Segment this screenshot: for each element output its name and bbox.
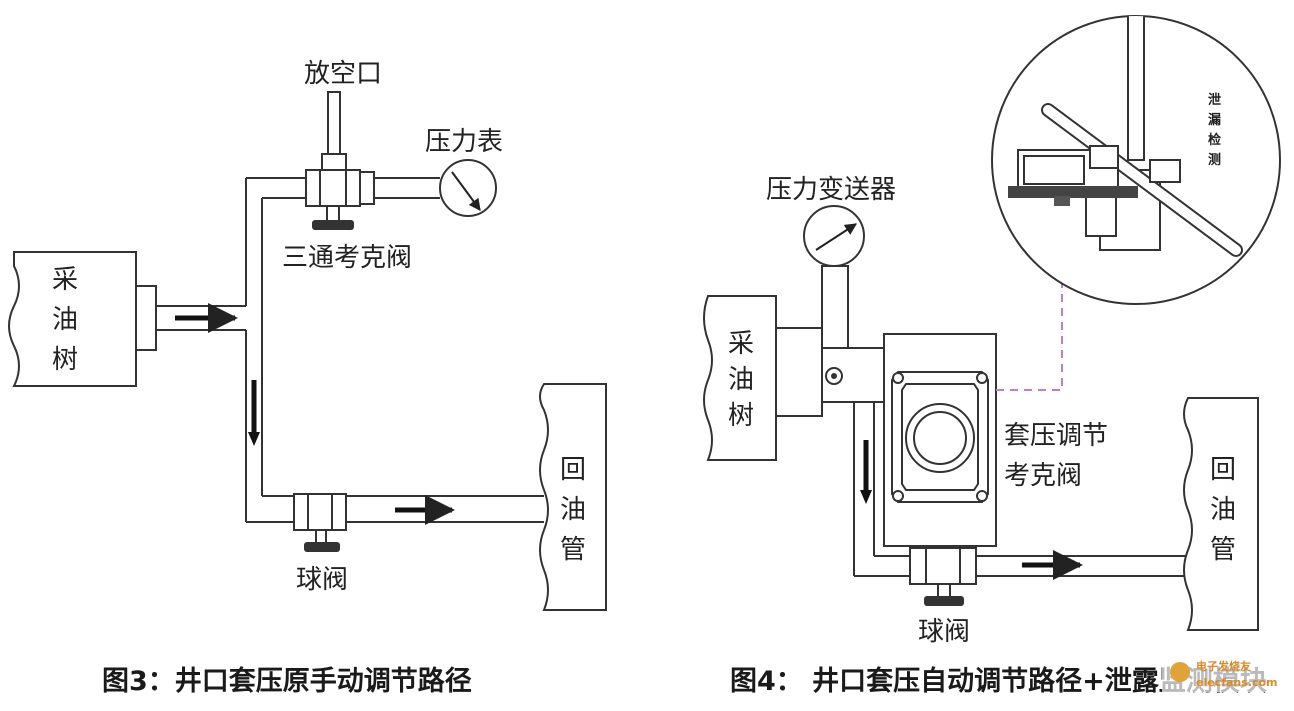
watermark: 电子发烧友 elecfans.com	[1162, 656, 1282, 692]
fig4-oil-tree: 采 油 树	[703, 295, 823, 461]
fig3-return-char-1: 回	[560, 455, 586, 485]
fig4-leak-char-2: 漏	[1208, 112, 1221, 128]
fig4-return-char-2: 油	[1210, 495, 1236, 525]
fig4-leak-detail: 泄 漏 检 测	[991, 15, 1281, 305]
fig3-tree-char-2: 油	[52, 305, 78, 335]
fig4-connector	[821, 347, 885, 403]
fig3-caption: 图3：井口套压原手动调节路径	[102, 665, 472, 697]
fig3-three-way-valve	[305, 91, 375, 230]
fig3-ball-valve-label: 球阀	[296, 565, 348, 595]
fig4-ball-valve	[909, 547, 977, 606]
fig3-return-char-2: 油	[560, 495, 586, 525]
fig3-pressure-gauge	[439, 159, 497, 217]
fig3-tree-char-3: 树	[52, 345, 78, 375]
fig4-regulator-label-1: 套压调节	[1004, 421, 1108, 451]
fig4-tree-char-1: 采	[728, 329, 754, 359]
fig4: 采 油 树 压力变送器 套压调	[703, 15, 1281, 697]
fig4-transmitter-label: 压力变送器	[766, 175, 896, 205]
fig4-leak-char-1: 泄	[1208, 92, 1221, 108]
fig3-ball-valve	[293, 493, 347, 552]
fig4-return-char-3: 管	[1210, 535, 1236, 565]
fig4-regulator-label-2: 考克阀	[1004, 461, 1082, 491]
fig4-leak-char-3: 检	[1208, 132, 1221, 148]
fig3-vent-label: 放空口	[304, 59, 382, 89]
fig4-return-char-1: 回	[1210, 455, 1236, 485]
fig3-gauge-label: 压力表	[425, 127, 503, 157]
fig4-tree-char-3: 树	[728, 401, 754, 431]
fig4-leak-char-4: 测	[1208, 152, 1221, 168]
fig3-tree-char-1: 采	[52, 265, 78, 295]
fig4-pressure-transmitter	[803, 205, 865, 349]
fig3-return-pipe: 回 油 管	[539, 383, 607, 611]
fig3-oil-tree: 采 油 树	[8, 251, 157, 387]
fig4-ball-valve-label: 球阀	[918, 617, 970, 647]
fig4-tree-char-2: 油	[728, 365, 754, 395]
fig3: 采 油 树	[8, 59, 607, 697]
watermark-url: elecfans.com	[1196, 676, 1278, 689]
fig4-regulator-valve	[883, 333, 997, 547]
fig3-three-way-label: 三通考克阀	[282, 243, 412, 273]
fig4-return-pipe: 回 油 管	[1183, 397, 1259, 631]
fig3-return-char-3: 管	[560, 535, 586, 565]
watermark-text: 电子发烧友	[1196, 659, 1251, 673]
